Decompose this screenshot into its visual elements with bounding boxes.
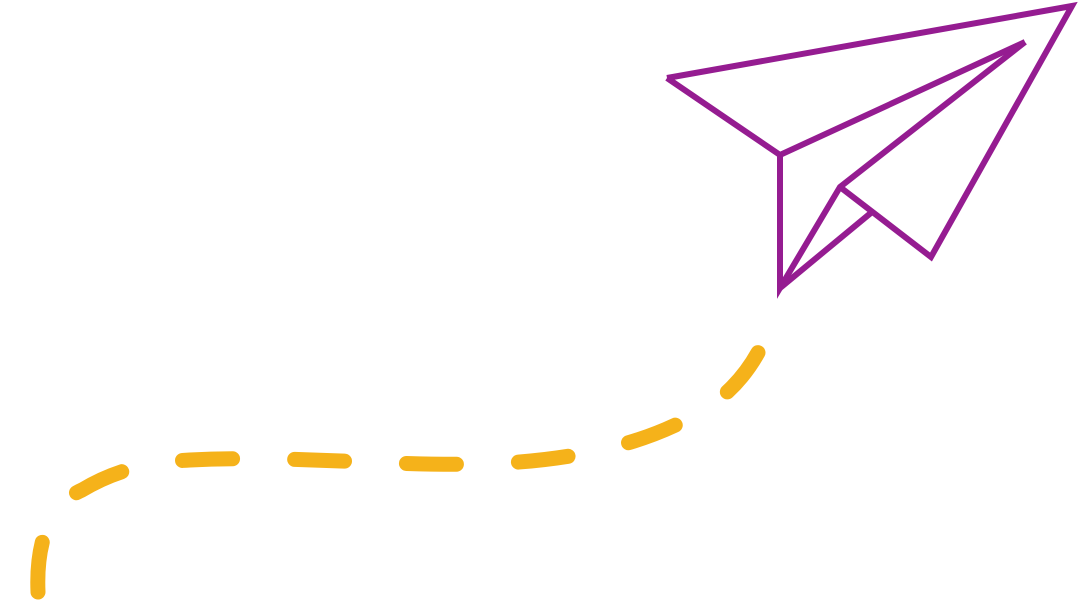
plane-outer-wing <box>666 1 1078 262</box>
plane-body <box>777 39 1027 299</box>
plane-fold <box>778 209 874 291</box>
plane-left-wing <box>665 39 1027 159</box>
paper-plane-icon <box>665 1 1078 299</box>
dashed-flight-trail <box>30 318 778 600</box>
